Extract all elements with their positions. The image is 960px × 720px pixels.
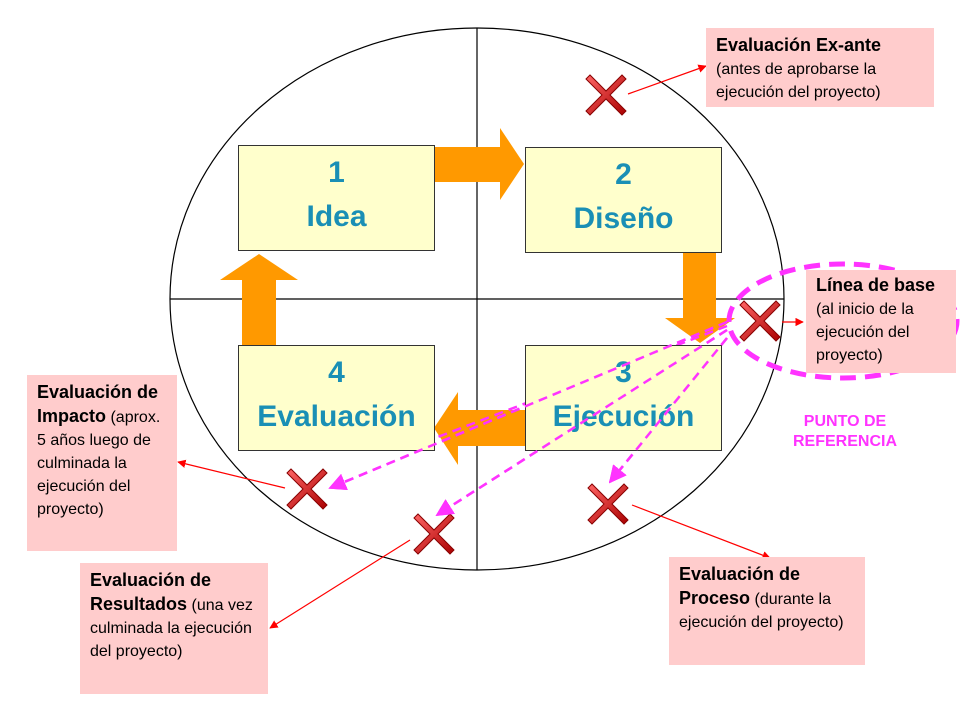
cross-resultados-icon xyxy=(413,513,455,555)
note-text: (una vez culminada la ejecución del proy… xyxy=(90,597,253,660)
cross-proceso-icon xyxy=(587,483,629,525)
note-text: (aprox. 5 años luego de culminada la eje… xyxy=(37,409,161,518)
note-lead: Evaluación de Impacto xyxy=(37,382,159,426)
stage-diseno: 2 Diseño xyxy=(525,147,722,253)
stage-number: 2 xyxy=(615,158,632,191)
note-lead: Línea de base xyxy=(816,275,936,295)
pointer-resultados xyxy=(269,539,411,629)
note-text: (durante la ejecución del proyecto) xyxy=(679,591,844,631)
cross-impacto-icon xyxy=(286,468,328,510)
note-text: (antes de aprobarse la ejecución del pro… xyxy=(716,61,881,101)
stage-name: Idea xyxy=(306,200,367,233)
reference-point-label: PUNTO DE REFERENCIA xyxy=(792,413,897,450)
stage-number: 3 xyxy=(615,356,632,389)
arrow-diseno-to-ejecucion xyxy=(665,252,735,343)
stage-name: Ejecución xyxy=(552,400,695,433)
stage-evaluacion: 4 Evaluación xyxy=(238,345,435,451)
note-text: (al inicio de la ejecución del proyecto) xyxy=(816,301,914,364)
pointer-proceso xyxy=(631,504,771,560)
note-resultados: Evaluación de Resultados (una vez culmin… xyxy=(80,563,268,694)
note-lead: Evaluación Ex-ante xyxy=(716,35,882,55)
stage-name: Diseño xyxy=(573,202,674,235)
stage-ejecucion: 3 Ejecución xyxy=(525,345,722,451)
reference-point-ellipse xyxy=(726,261,960,381)
stage-idea: 1 Idea xyxy=(238,145,435,251)
stage-name: Evaluación xyxy=(257,400,416,433)
note-linea-base: Línea de base (al inicio de la ejecución… xyxy=(806,270,956,373)
arrow-idea-to-diseno xyxy=(434,128,524,200)
pointer-exante xyxy=(627,64,707,95)
stage-number: 1 xyxy=(328,156,345,189)
note-proceso: Evaluación de Proceso (durante la ejecuc… xyxy=(669,557,865,665)
arrow-evaluacion-to-idea xyxy=(220,254,298,345)
pointer-impacto xyxy=(177,459,286,489)
cross-exante-icon xyxy=(585,74,627,116)
note-lead: Evaluación de Proceso xyxy=(679,564,801,608)
arrow-ejecucion-to-evaluacion xyxy=(434,392,525,465)
note-exante: Evaluación Ex-ante (antes de aprobarse l… xyxy=(706,28,934,107)
cross-base-icon xyxy=(739,300,781,342)
note-lead: Evaluación de Resultados xyxy=(90,570,212,614)
note-impacto: Evaluación de Impacto (aprox. 5 años lue… xyxy=(27,375,177,551)
stage-number: 4 xyxy=(328,356,345,389)
